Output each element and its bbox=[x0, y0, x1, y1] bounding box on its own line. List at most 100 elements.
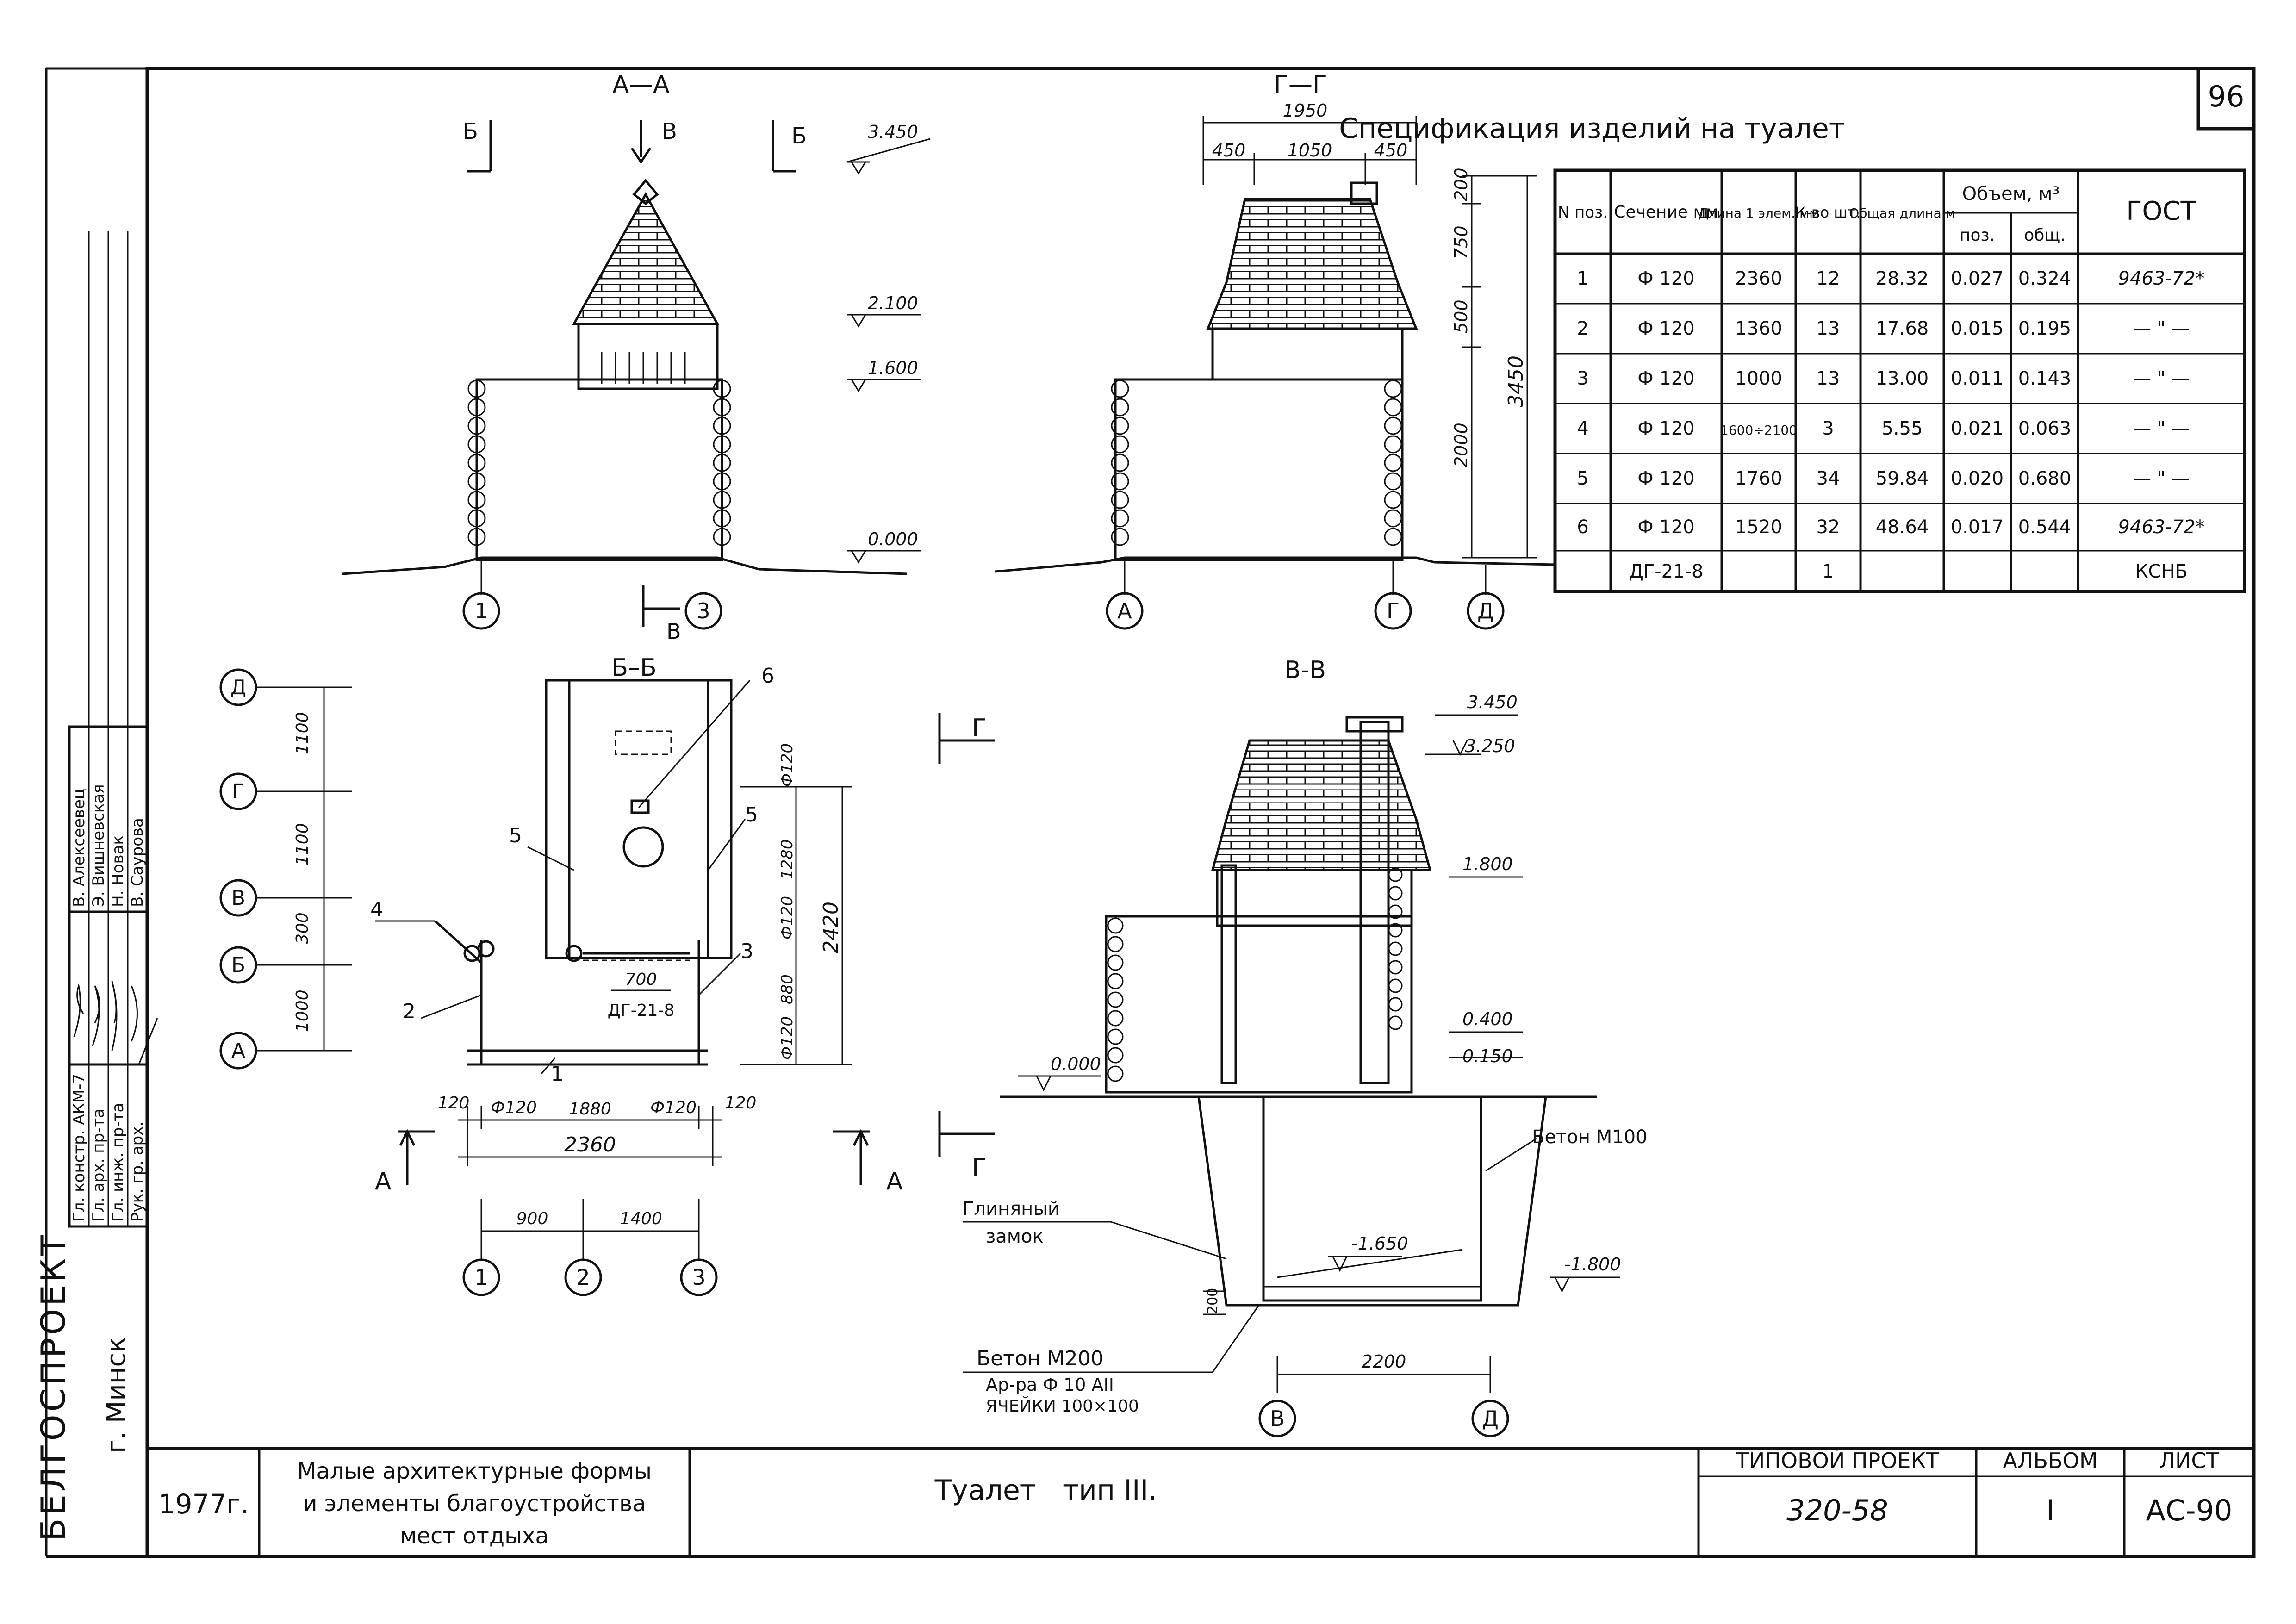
svg-text:17.68: 17.68 bbox=[1876, 318, 1929, 339]
svg-text:Б: Б bbox=[463, 118, 478, 144]
svg-text:— " —: — " — bbox=[2133, 418, 2190, 439]
section-cut-markers: Б В Б bbox=[463, 118, 807, 173]
axis-markers: А Г Д bbox=[1106, 560, 1505, 630]
svg-text:2200: 2200 bbox=[1362, 1351, 1406, 1372]
log-ends bbox=[1111, 380, 1402, 546]
hdr-pos: N поз. bbox=[1558, 203, 1608, 222]
svg-text:Д: Д bbox=[230, 676, 246, 699]
series-title-1: Малые архитектурные формы bbox=[297, 1458, 652, 1484]
svg-text:замок: замок bbox=[986, 1226, 1044, 1247]
svg-text:Бетон М200: Бетон М200 bbox=[977, 1347, 1104, 1370]
table-row: 3 Ф 120 1000 13 13.00 0.011 0.143 — " — bbox=[1577, 368, 2190, 389]
svg-text:0.015: 0.015 bbox=[1951, 318, 2004, 339]
svg-text:0.150: 0.150 bbox=[1462, 1046, 1513, 1066]
svg-text:Ф 120: Ф 120 bbox=[1637, 418, 1695, 439]
svg-text:Ар-ра Ф 10 АII: Ар-ра Ф 10 АII bbox=[986, 1375, 1114, 1395]
title-block: 1977г. Малые архитектурные формы и элеме… bbox=[147, 1447, 2254, 1556]
svg-text:Ф120: Ф120 bbox=[778, 1016, 796, 1060]
series-title-3: мест отдыха bbox=[400, 1523, 549, 1549]
view-bb: Б–Б Д Г В Б А 1100 1100 300 1000 bbox=[219, 654, 903, 1296]
svg-text:0.011: 0.011 bbox=[1951, 368, 2004, 389]
dims-bottom: 120 Ф120 1880 Ф120 120 2360 900 1400 bbox=[438, 1094, 756, 1250]
table-row: ДГ-21-8 1 КСНБ bbox=[1629, 561, 2188, 582]
svg-text:13: 13 bbox=[1817, 368, 1840, 389]
svg-text:3.450: 3.450 bbox=[868, 122, 918, 142]
cut-markers-g: Г Г bbox=[938, 713, 995, 1182]
hdr-vol-total: общ. bbox=[2024, 226, 2066, 245]
svg-text:48.64: 48.64 bbox=[1876, 516, 1929, 538]
svg-text:1: 1 bbox=[551, 1062, 564, 1086]
svg-text:0.000: 0.000 bbox=[1051, 1054, 1101, 1074]
svg-text:12: 12 bbox=[1817, 268, 1840, 289]
name-1: В. Алексеевец bbox=[70, 789, 88, 907]
svg-text:1.600: 1.600 bbox=[868, 358, 918, 378]
sheet-number: 96 bbox=[2208, 80, 2245, 113]
svg-text:— " —: — " — bbox=[2133, 468, 2190, 489]
album-value: I bbox=[2046, 1493, 2054, 1527]
svg-text:В: В bbox=[666, 619, 681, 644]
svg-text:0.017: 0.017 bbox=[1951, 516, 2004, 538]
svg-text:28.32: 28.32 bbox=[1876, 268, 1929, 289]
signature-block: Гл. констр. АКМ-7 Гл. арх. пр-та Гл. инж… bbox=[68, 231, 158, 1228]
album-label: АЛЬБОМ bbox=[2003, 1448, 2097, 1473]
svg-text:300: 300 bbox=[293, 912, 312, 944]
svg-text:32: 32 bbox=[1817, 516, 1840, 538]
spec-title: Спецификация изделий на туалет bbox=[1339, 112, 1845, 145]
svg-text:120: 120 bbox=[438, 1094, 470, 1113]
view-vv-title: В-В bbox=[1284, 656, 1326, 684]
svg-text:4: 4 bbox=[1577, 418, 1588, 439]
dims-left: 1100 1100 300 1000 bbox=[293, 712, 312, 1032]
svg-text:ЯЧЕЙКИ 100×100: ЯЧЕЙКИ 100×100 bbox=[986, 1396, 1139, 1416]
svg-text:6: 6 bbox=[761, 664, 774, 688]
svg-text:2420: 2420 bbox=[819, 902, 843, 953]
hdr-volume: Объем, м³ bbox=[1962, 183, 2060, 205]
table-row: 4 Ф 120 1600÷2100 3 5.55 0.021 0.063 — "… bbox=[1577, 418, 2190, 439]
svg-text:5: 5 bbox=[509, 824, 522, 847]
svg-text:3.250: 3.250 bbox=[1465, 736, 1515, 756]
svg-text:1000: 1000 bbox=[293, 989, 312, 1032]
svg-text:2: 2 bbox=[403, 1000, 416, 1023]
axis-markers-bottom: 1 2 3 bbox=[462, 1250, 718, 1296]
role-4: Рук. гр. арх. bbox=[128, 1121, 147, 1222]
svg-text:-1.650: -1.650 bbox=[1351, 1233, 1408, 1254]
svg-text:1520: 1520 bbox=[1735, 516, 1782, 538]
role-2: Гл. арх. пр-та bbox=[89, 1108, 108, 1222]
svg-text:— " —: — " — bbox=[2133, 318, 2190, 339]
hdr-section: Сечение мм bbox=[1614, 203, 1718, 222]
role-1: Гл. констр. АКМ-7 bbox=[70, 1074, 88, 1222]
svg-text:750: 750 bbox=[1451, 225, 1471, 259]
svg-text:В: В bbox=[662, 118, 677, 144]
project-label: ТИПОВОЙ ПРОЕКТ bbox=[1736, 1448, 1939, 1473]
svg-text:1280: 1280 bbox=[778, 839, 796, 879]
view-gg: Г—Г 1950 450 1050 450 200 750 500 2000 bbox=[995, 71, 1556, 630]
svg-text:А: А bbox=[886, 1168, 903, 1195]
svg-text:880: 880 bbox=[778, 974, 796, 1004]
svg-text:1100: 1100 bbox=[293, 712, 312, 754]
svg-text:Д: Д bbox=[1482, 1406, 1499, 1431]
sheet-frame bbox=[45, 67, 2256, 1558]
position-callouts: 6 5 5 4 3 2 1 bbox=[370, 664, 774, 1086]
svg-text:1600÷2100: 1600÷2100 bbox=[1720, 423, 1797, 438]
svg-text:59.84: 59.84 bbox=[1876, 468, 1929, 489]
name-3: Н. Новак bbox=[109, 835, 127, 907]
svg-text:2000: 2000 bbox=[1451, 423, 1471, 467]
svg-text:3450: 3450 bbox=[1504, 355, 1528, 407]
svg-text:9463-72*: 9463-72* bbox=[2118, 268, 2204, 289]
hdr-vol-pos: поз. bbox=[1960, 226, 1995, 245]
svg-text:2360: 2360 bbox=[564, 1133, 616, 1157]
svg-text:9463-72*: 9463-72* bbox=[2118, 516, 2204, 538]
svg-text:1: 1 bbox=[1577, 268, 1588, 289]
svg-text:13: 13 bbox=[1817, 318, 1840, 339]
svg-text:В: В bbox=[1270, 1406, 1285, 1431]
svg-text:2: 2 bbox=[576, 1265, 590, 1290]
svg-text:ДГ-21-8: ДГ-21-8 bbox=[608, 1001, 675, 1020]
signature-scribbles bbox=[73, 981, 158, 1065]
name-4: В. Саурова bbox=[128, 818, 147, 907]
sheet-value: АС-90 bbox=[2146, 1493, 2233, 1527]
svg-text:700: 700 bbox=[625, 970, 657, 989]
cut-markers-a: А А bbox=[375, 1129, 903, 1195]
svg-text:0.680: 0.680 bbox=[2018, 468, 2072, 489]
svg-text:Ф 120: Ф 120 bbox=[1637, 368, 1695, 389]
svg-text:0.324: 0.324 bbox=[2018, 268, 2072, 289]
spec-table: Спецификация изделий на туалет N поз. Се… bbox=[1339, 112, 2246, 593]
